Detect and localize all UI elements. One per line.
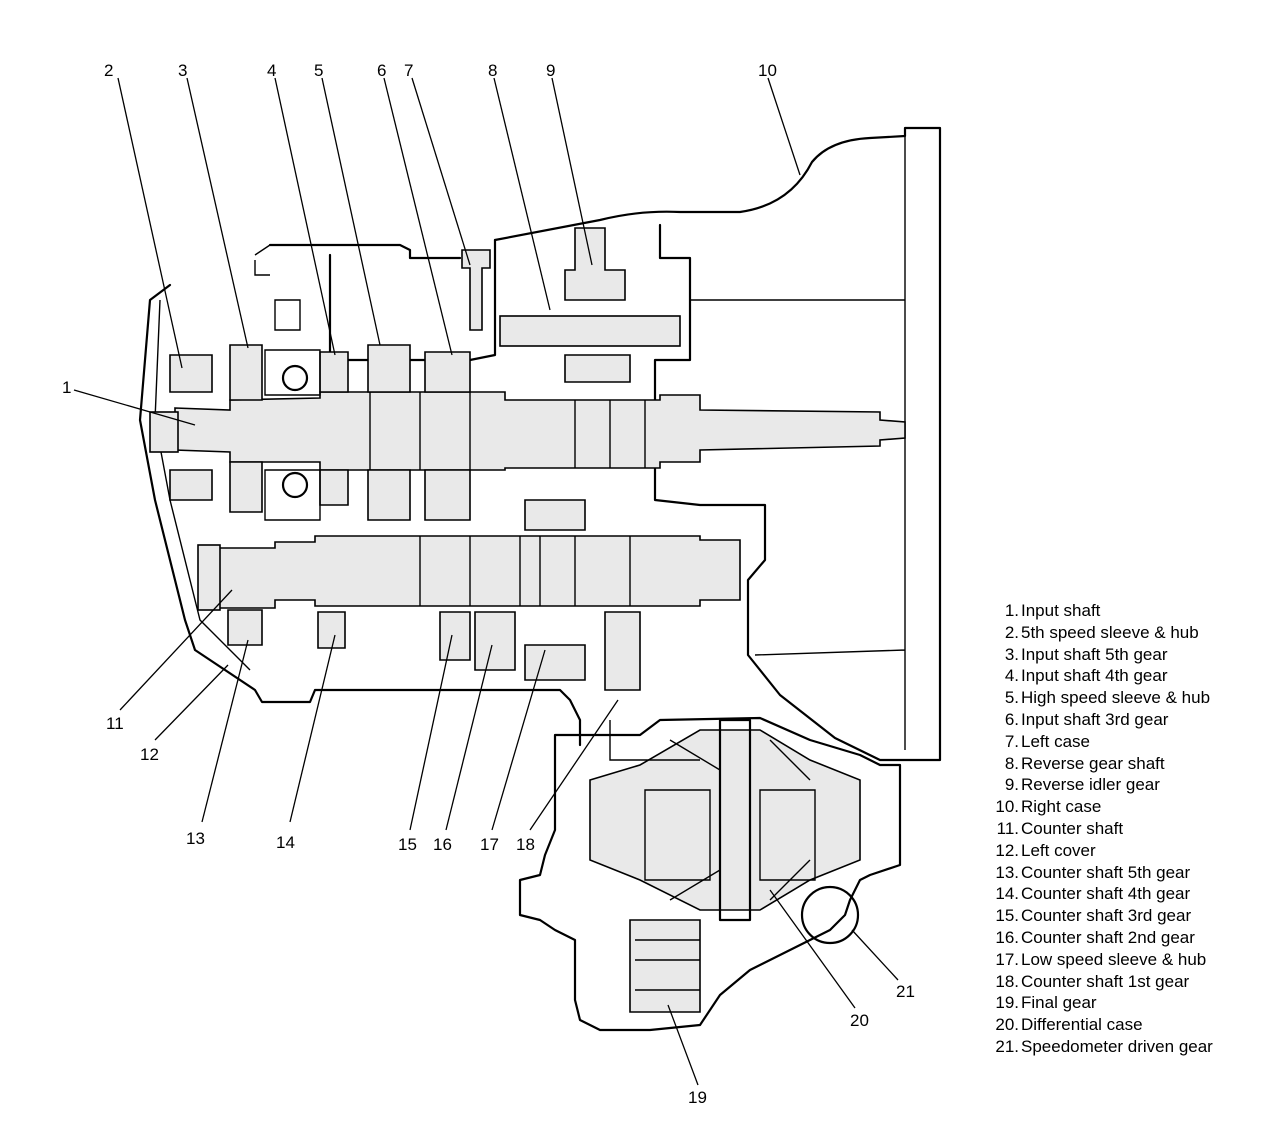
leader-14: [289, 634, 336, 823]
legend-item: 3.Input shaft 5th gear: [1004, 644, 1168, 664]
legend-item: 12.Left cover: [995, 840, 1096, 860]
callout-5: 5: [314, 61, 323, 80]
reverse-idler-gear-body: [564, 227, 631, 383]
counter-3rd-gear-body: [439, 611, 471, 661]
callout-21: 21: [896, 982, 915, 1001]
reverse-gear-shaft-body: [499, 315, 681, 347]
callout-3: 3: [178, 61, 187, 80]
callout-20: 20: [850, 1011, 869, 1030]
leader-12: [154, 664, 229, 741]
legend-item: 13.Counter shaft 5th gear: [995, 862, 1191, 882]
left-cover-outline: [138, 283, 582, 747]
leader-6: [383, 77, 453, 356]
leader-10: [767, 77, 801, 176]
counter-4th-gear-body: [317, 611, 346, 649]
legend-item: 21.Speedometer driven gear: [995, 1036, 1213, 1056]
legend-item: 18.Counter shaft 1st gear: [995, 971, 1190, 991]
leader-21: [851, 929, 899, 981]
leader-4: [274, 77, 336, 356]
legend-item: 16.Counter shaft 2nd gear: [995, 927, 1195, 947]
leader-15: [409, 634, 453, 831]
leader-16: [445, 644, 493, 831]
leader-18: [529, 699, 619, 831]
legend-item: 6.Input shaft 3rd gear: [1004, 709, 1169, 729]
callout-2: 2: [104, 61, 113, 80]
legend-item: 11.Counter shaft: [996, 818, 1124, 838]
callout-19: 19: [688, 1088, 707, 1107]
leader-17: [491, 649, 546, 831]
counter-shaft-body: [214, 535, 741, 609]
counter-shaft-nut: [197, 544, 221, 611]
speedometer-gear-circle: [800, 885, 860, 945]
leader-1: [73, 389, 196, 426]
counter-5th-gear-body: [227, 609, 263, 646]
callout-6: 6: [377, 61, 386, 80]
input-shaft-body: [174, 391, 906, 471]
leader-2: [117, 77, 183, 369]
legend-item: 17.Low speed sleeve & hub: [995, 949, 1207, 969]
legend-item: 2.5th speed sleeve & hub: [1004, 622, 1199, 642]
case-bolt: [461, 249, 491, 331]
callout-12: 12: [140, 745, 159, 764]
callout-7: 7: [404, 61, 413, 80]
leader-19: [667, 1004, 699, 1086]
parts-legend: 1.Input shaft 2.5th speed sleeve & hub 3…: [985, 600, 1275, 1058]
counter-1st-gear-body: [604, 611, 641, 691]
input-shaft-nose: [149, 411, 179, 453]
leader-7: [411, 77, 471, 266]
callout-8: 8: [488, 61, 497, 80]
callout-18: 18: [516, 835, 535, 854]
legend-item: 15.Counter shaft 3rd gear: [995, 906, 1192, 926]
leader-3: [186, 77, 249, 349]
leader-5: [321, 77, 381, 346]
input-shaft-5th-gear-body: [229, 344, 263, 513]
counter-2nd-gear-body: [474, 611, 516, 671]
callout-11: 11: [106, 714, 124, 733]
legend-item: 4.Input shaft 4th gear: [1004, 666, 1168, 686]
input-bearing-upper: [281, 364, 309, 392]
callout-16: 16: [433, 835, 452, 854]
legend-item: 7.Left case: [1004, 731, 1090, 751]
differential-housing-outline: [518, 716, 902, 1032]
callout-9: 9: [546, 61, 555, 80]
legend-item: 5.High speed sleeve & hub: [1004, 688, 1211, 708]
callout-13: 13: [186, 829, 205, 848]
high-sleeve-body: [367, 344, 411, 521]
input-shaft-3rd-gear-body: [424, 351, 471, 521]
callout-1: 1: [62, 378, 71, 397]
leader-13: [201, 639, 249, 823]
callout-10: 10: [758, 61, 777, 80]
legend-item: 20.Differential case: [995, 1015, 1143, 1035]
callout-17: 17: [480, 835, 499, 854]
callout-14: 14: [276, 833, 295, 852]
legend-item: 8.Reverse gear shaft: [1004, 753, 1165, 773]
leader-20: [769, 889, 856, 1009]
legend-item: 1.Input shaft: [1004, 601, 1101, 620]
legend-item: 19.Final gear: [995, 993, 1097, 1013]
5th-sleeve-upper: [169, 354, 213, 501]
right-case-inner: [690, 136, 906, 750]
leader-9: [551, 77, 593, 266]
leader-11: [119, 589, 233, 711]
differential-case-body: [589, 729, 861, 911]
callout-4: 4: [267, 61, 276, 80]
right-case-outline: [493, 126, 942, 762]
legend-item: 9.Reverse idler gear: [1004, 775, 1160, 795]
final-gear-body: [629, 919, 701, 1013]
leader-8: [493, 77, 551, 311]
low-sleeve-body: [524, 499, 586, 681]
legend-item: 14.Counter shaft 4th gear: [995, 884, 1191, 904]
legend-item: 10.Right case: [995, 797, 1102, 817]
callout-15: 15: [398, 835, 417, 854]
input-bearing-lower: [281, 471, 309, 499]
